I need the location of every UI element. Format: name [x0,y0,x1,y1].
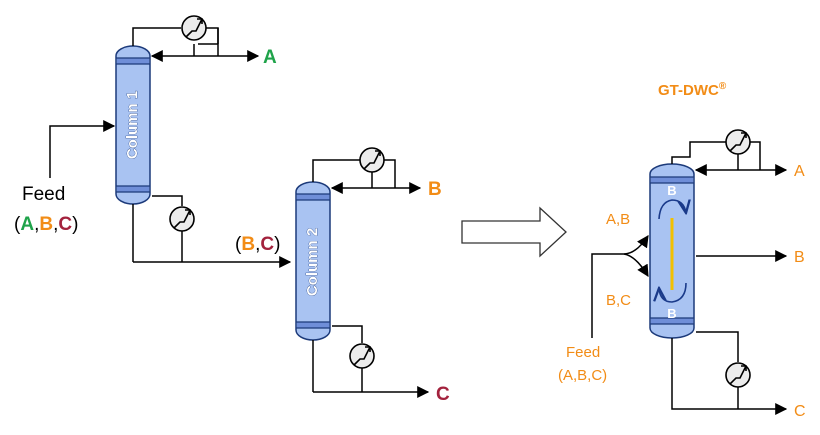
dwc-bottoms [671,331,788,415]
gt-dwc-title: GT-DWC® [658,81,727,99]
split-bottom-label: B,C [606,292,631,309]
dwc-overhead [671,129,788,176]
dwc-product-c: C [794,403,806,420]
feed-label: Feed [22,184,65,205]
flow-arrow-top [658,200,686,220]
inner-b-top: B [667,183,676,198]
column-1: Column 1 [115,45,151,205]
column-2-label: Column 2 [304,228,321,296]
column-2-bottoms [312,325,430,398]
column-1-bottoms [132,195,292,268]
intermediate-components: (B,C) [235,234,280,255]
dividing-wall-column: B B [649,163,695,339]
inner-b-bottom: B [667,306,676,321]
dwc-feed [591,235,649,338]
split-top-label: A,B [606,211,630,228]
heat-exchanger-icon [349,343,375,369]
heat-exchanger-icon [725,362,751,388]
column-1-overhead [132,15,260,62]
column-2: Column 2 [295,181,331,341]
dwc-feed-components: (A,B,C) [558,367,607,384]
column-1-label: Column 1 [124,91,141,159]
heat-exchanger-icon [169,206,195,232]
dwc-feed-label: Feed [566,344,600,361]
heat-exchanger-icon [359,147,385,173]
dwc-product-b: B [794,249,805,266]
column-2-overhead [312,147,422,194]
heat-exchanger-icon [181,15,207,41]
flow-arrow-bottom [659,282,687,303]
product-c-label: C [436,384,450,405]
product-a-label: A [263,47,277,68]
dwc-product-a: A [794,163,805,180]
feed-line-1 [49,120,116,178]
product-b-label: B [428,179,442,200]
feed-components: (A,B,C) [14,214,78,235]
heat-exchanger-icon [725,129,751,155]
arrow-right-outline-icon [461,206,567,258]
